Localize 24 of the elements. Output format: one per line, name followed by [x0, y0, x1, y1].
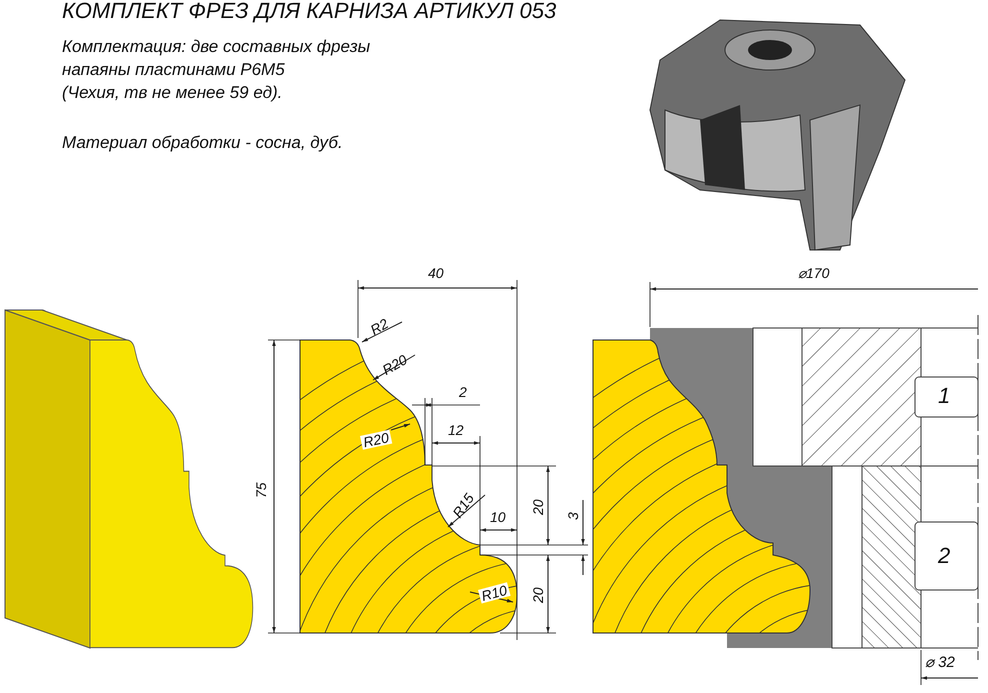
dimension-label: ⌀170 [798, 266, 830, 280]
dimension-label: 12 [448, 423, 464, 437]
leader-line [362, 322, 402, 342]
leader-line [372, 354, 416, 380]
dimension-label: 40 [428, 266, 444, 280]
part-number: 2 [938, 545, 950, 567]
dimension-label: 2 [459, 385, 467, 399]
dimension-label: 75 [254, 482, 268, 498]
description-text: Материал обработки - сосна, дуб. [62, 134, 343, 151]
dimension-label: ⌀ 32 [925, 655, 955, 670]
radius-label: R2 [368, 316, 390, 338]
part-number: 1 [938, 385, 950, 407]
dimension-label: 3 [566, 512, 580, 520]
leader-line [448, 494, 486, 528]
dimension-label: 10 [490, 510, 506, 524]
title: КОМПЛЕКТ ФРЕЗ ДЛЯ КАРНИЗА АРТИКУЛ 053 [62, 0, 556, 22]
leader-line [390, 424, 410, 430]
dimension-label: 20 [531, 499, 545, 515]
description-text: (Чехия, тв не менее 59 ед). [62, 84, 282, 101]
description-text: напаяны пластинами Р6М5 [62, 61, 285, 78]
wood-profile-drawing [300, 340, 518, 634]
radius-label: R20 [380, 352, 410, 378]
description-text: Комплектация: две составных фрезы [62, 38, 370, 55]
dimension-label: 20 [531, 587, 545, 603]
